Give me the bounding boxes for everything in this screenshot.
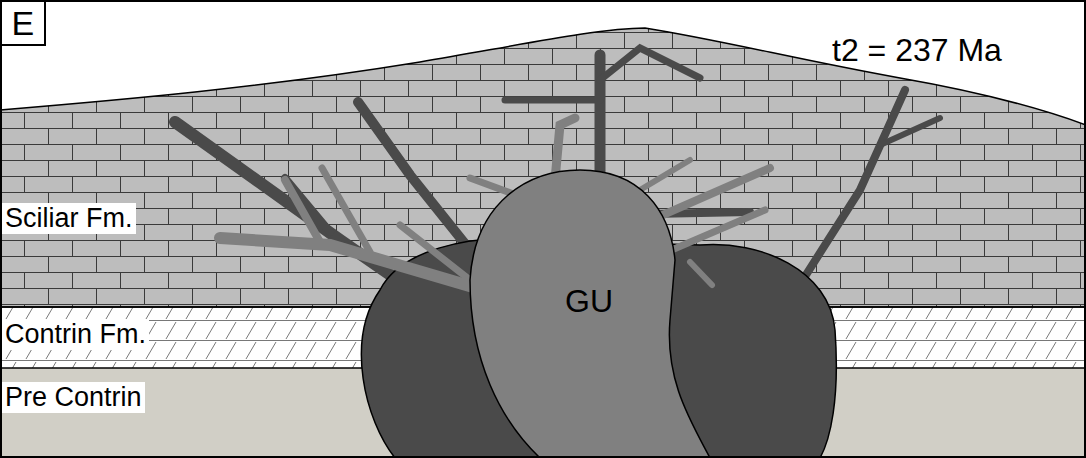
- node-label: E: [12, 6, 35, 40]
- panel-letter-box: E: [0, 0, 46, 46]
- intrusion-core: [470, 170, 710, 458]
- intrusion-body: GU: [350, 170, 840, 458]
- node-label: Contrin Fm.: [2, 319, 149, 350]
- node-label: GU: [565, 285, 613, 317]
- formation-band: Contrin Fm.: [0, 307, 1086, 368]
- age-label: t2 = 237 Ma: [832, 34, 1002, 66]
- formation-band: Sciliar Fm.: [0, 110, 1086, 307]
- formation-band: Pre Contrin: [0, 368, 1086, 458]
- node-label: Sciliar Fm.: [2, 203, 136, 234]
- node-label: Pre Contrin: [2, 382, 145, 413]
